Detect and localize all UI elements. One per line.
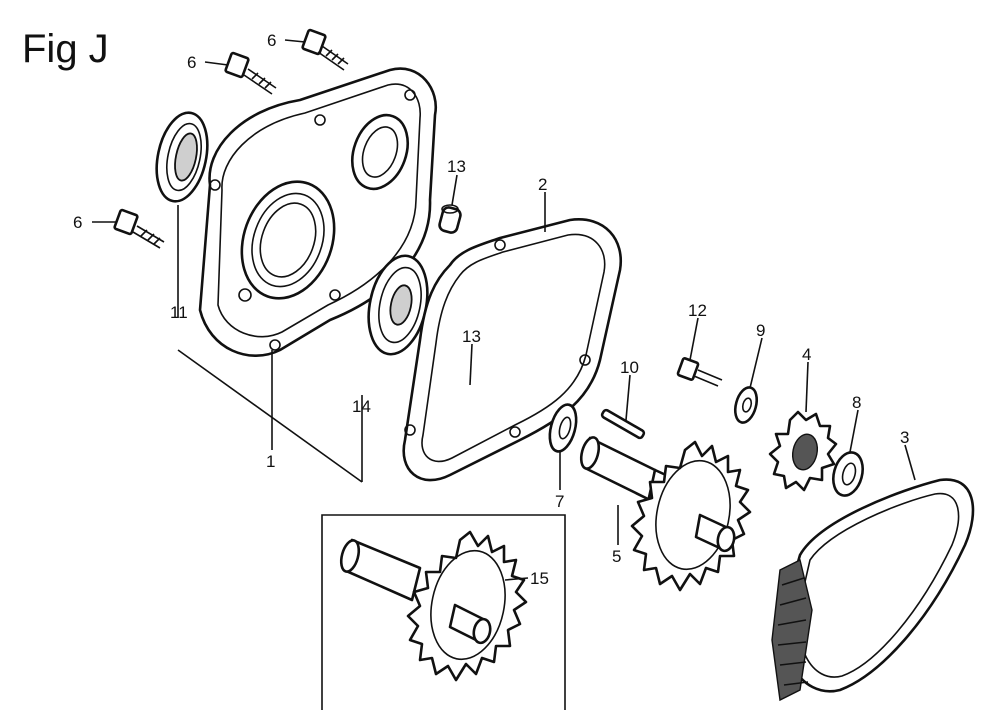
- sprocket-bolt: [676, 357, 723, 387]
- callout-8: 8: [852, 393, 861, 412]
- dowel-pin-upper: [438, 204, 462, 234]
- callout-6-top: 6: [267, 31, 276, 50]
- callout-labels: 6 6 6 13 2 11 13 12 9 10 4 8 3 14 1 7 5 …: [73, 31, 909, 588]
- inset-frame: [321, 514, 566, 710]
- callout-6-left: 6: [73, 213, 82, 232]
- callout-13-upper: 13: [447, 157, 466, 176]
- driven-sprocket-shaft: [579, 436, 752, 592]
- callout-5: 5: [612, 547, 621, 566]
- callout-15: 15: [530, 569, 549, 588]
- bolt-top: [301, 28, 349, 71]
- callout-1: 1: [266, 452, 275, 471]
- callout-12: 12: [688, 301, 707, 320]
- collar: [832, 451, 864, 497]
- callout-9: 9: [756, 321, 765, 340]
- callout-10: 10: [620, 358, 639, 377]
- leader-lines: [92, 39, 916, 581]
- washer: [733, 386, 759, 424]
- callout-4: 4: [802, 345, 811, 364]
- figure-title: Fig J: [22, 27, 109, 71]
- bolt-middle: [224, 51, 277, 95]
- callout-14: 14: [352, 397, 371, 416]
- oil-seal: [155, 111, 209, 203]
- thrust-washer: [548, 403, 578, 453]
- inset-sprocket-shaft: [339, 530, 528, 682]
- callout-11: 11: [170, 303, 188, 322]
- callout-2: 2: [538, 175, 547, 194]
- callout-6-middle: 6: [187, 53, 196, 72]
- callout-13-lower: 13: [462, 327, 481, 346]
- gear-case-cover: [198, 67, 438, 357]
- bearing: [367, 254, 429, 356]
- callout-7: 7: [555, 492, 564, 511]
- drive-chain: [771, 478, 975, 702]
- drive-sprocket: [768, 410, 838, 492]
- bolt-left: [113, 208, 165, 249]
- key: [600, 408, 646, 440]
- callout-3: 3: [900, 428, 909, 447]
